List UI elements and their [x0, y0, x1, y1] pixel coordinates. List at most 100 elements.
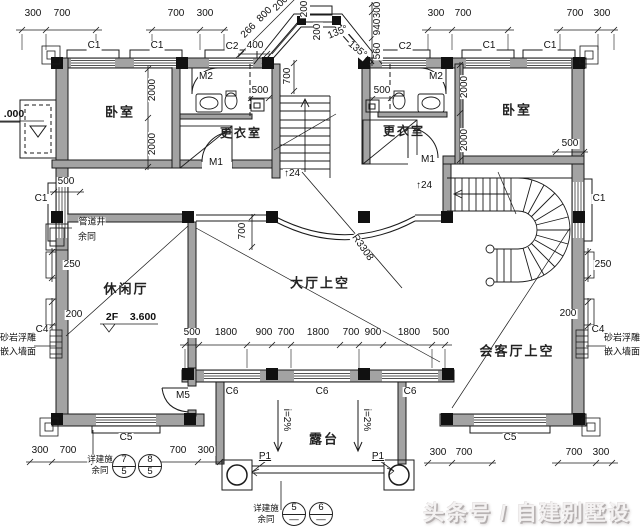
center-staircase	[273, 95, 337, 178]
door-tag-m2: M2	[428, 71, 444, 82]
bubble-bottom: —	[289, 514, 299, 525]
door-tag-m5: M5	[175, 390, 191, 401]
floor-marker: 2F	[105, 310, 119, 323]
dimension-label: 250	[62, 259, 82, 270]
dimension-label: 700	[166, 8, 186, 19]
dimension-label: 700	[276, 327, 296, 338]
watermark: 头条号 / 自建别墅设计	[423, 502, 631, 525]
window-tag-c4: C4	[590, 324, 606, 335]
door-tag-m2: M2	[198, 71, 214, 82]
dimension-label: 500	[372, 85, 392, 96]
leader-lines	[34, 227, 606, 510]
beams	[196, 177, 572, 222]
window-tag-c1: C1	[86, 40, 102, 51]
room-label-reception-void: 会客厅上空	[479, 343, 555, 359]
pipe-shaft-note: 余同	[77, 231, 97, 242]
dimension-label: 1800	[305, 327, 331, 338]
sandstone-note: 砂岩浮雕	[603, 332, 640, 343]
dimension-label: 2000	[459, 127, 470, 153]
dimension-label: 500	[431, 327, 451, 338]
dimension-label: 1800	[213, 327, 239, 338]
dimension-label: 200	[312, 22, 323, 42]
dimension-label: 2000	[147, 77, 158, 103]
detail-bubble: 6 —	[309, 502, 333, 526]
window-tag-c2: C2	[397, 41, 413, 52]
dimension-label: 500	[560, 138, 580, 149]
column-tag-p1: P1	[257, 451, 273, 462]
detail-note: 详建施	[253, 502, 279, 513]
dimension-label: 300	[195, 8, 215, 19]
room-label-terrace: 露台	[308, 431, 340, 447]
bubble-top: 6	[318, 502, 324, 513]
sandstone-note: 嵌入墙面	[603, 346, 640, 357]
detail-bubble: 5 —	[282, 502, 306, 526]
bubble-top: 8	[147, 454, 153, 465]
detail-bubble: 7 5	[112, 454, 136, 478]
dimension-label: 700	[282, 66, 293, 86]
dimension-label: 1800	[396, 327, 422, 338]
window-tag-c1: C1	[481, 40, 497, 51]
sandstone-blocks	[45, 251, 595, 359]
dimension-label: 900	[363, 327, 383, 338]
void-diagonals	[65, 225, 571, 409]
dimension-label: 900	[254, 327, 274, 338]
corner-ornaments	[39, 45, 601, 437]
room-label-bedroom-left: 卧室	[104, 104, 136, 120]
window-tag-c5: C5	[502, 432, 518, 443]
dimension-label: 250	[593, 259, 613, 270]
window-tag-c1: C1	[33, 193, 49, 204]
detail-note: 余同	[91, 464, 109, 475]
dimension-label: 500	[56, 176, 76, 187]
window-tag-c1: C1	[149, 40, 165, 51]
dimension-label: 700	[168, 445, 188, 456]
dimension-label: 300	[428, 447, 448, 458]
bathroom-fixtures	[195, 90, 445, 113]
dimension-label: 700	[454, 447, 474, 458]
spiral-staircase	[447, 171, 571, 287]
elevation-marker: 3.600	[129, 310, 157, 323]
dimension-label: 400	[245, 40, 265, 51]
window-tag-c6: C6	[402, 386, 418, 397]
door-tag-m1: M1	[420, 154, 436, 165]
room-label-dressing-right: 更衣室	[382, 124, 426, 138]
window-tag-c1: C1	[591, 193, 607, 204]
pipe-shaft	[45, 223, 69, 251]
window-tag-c5: C5	[118, 432, 134, 443]
dimension-label: 300	[196, 445, 216, 456]
dimension-label: 500	[250, 85, 270, 96]
dimension-label: 300	[372, 0, 383, 20]
dimension-label: 700	[58, 445, 78, 456]
dimension-label: 700	[341, 327, 361, 338]
dimension-label: 700	[565, 8, 585, 19]
dimension-label: 560	[372, 41, 383, 61]
stair-count-label: ↑24	[414, 180, 434, 191]
room-label-leisure-hall: 休闲厅	[103, 281, 149, 297]
detail-note: 详建施	[87, 453, 113, 464]
room-label-hall-void: 大厅上空	[289, 275, 351, 291]
bubble-bottom: —	[316, 514, 326, 525]
arc-wall	[275, 171, 416, 289]
window-tag-c6: C6	[224, 386, 240, 397]
column-tag-p1: P1	[370, 451, 386, 462]
dimension-label: 700	[564, 447, 584, 458]
detail-bubble: 8 5	[138, 454, 162, 478]
dimension-lines	[16, 0, 618, 467]
stair-count-label: ↑24	[282, 168, 302, 179]
dimension-label: 300	[426, 8, 446, 19]
detail-note: 余同	[257, 513, 275, 524]
dimension-label: 200	[558, 308, 578, 319]
dimension-label: 300	[592, 8, 612, 19]
dimension-label: 700	[453, 8, 473, 19]
dimension-label: 2000	[459, 74, 470, 100]
dimension-label: 200	[299, 0, 310, 19]
dimension-label: 500	[182, 327, 202, 338]
window-tag-c4: C4	[34, 324, 50, 335]
dimension-label: 940	[372, 17, 383, 37]
bubble-bottom: 5	[147, 466, 153, 477]
window-tag-c2: C2	[224, 41, 240, 52]
room-label-bedroom-right: 卧室	[501, 102, 533, 118]
door-tag-m1: M1	[208, 157, 224, 168]
terrace	[221, 400, 415, 491]
dimension-label: 700	[52, 8, 72, 19]
